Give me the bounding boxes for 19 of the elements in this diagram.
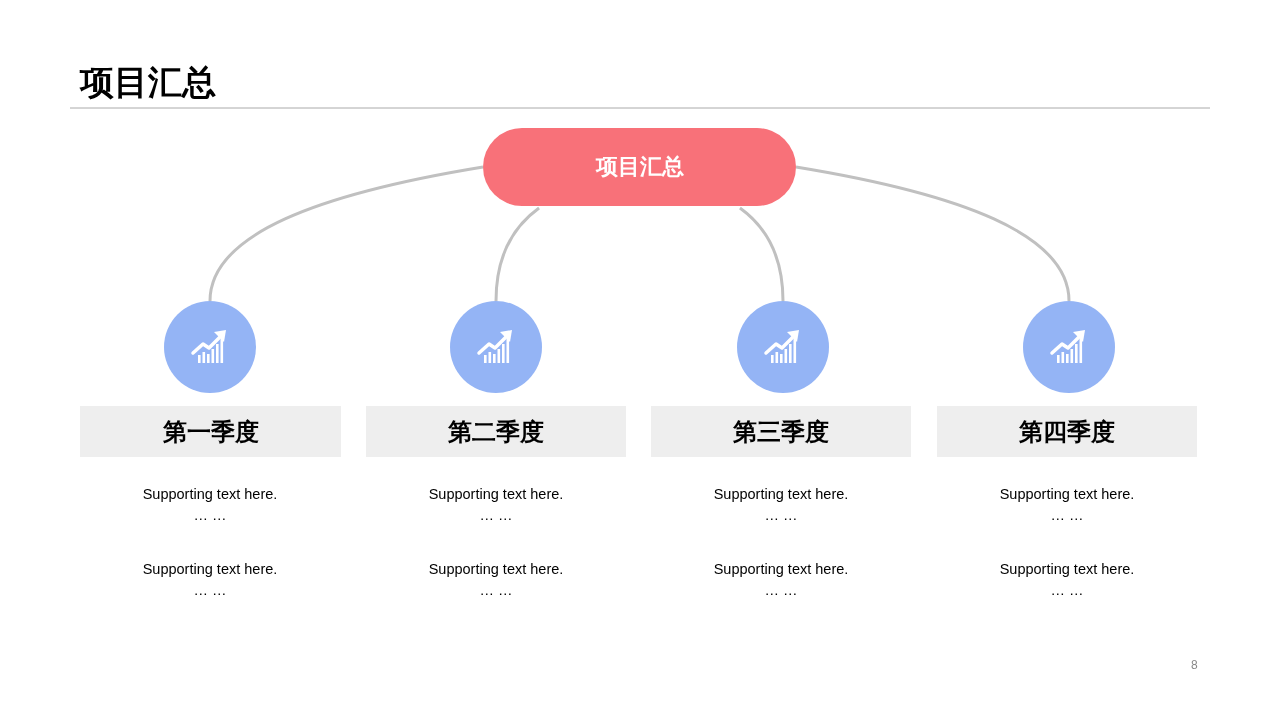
supporting-text: Supporting text here. … …: [427, 560, 565, 600]
slide-title: 项目汇总: [80, 62, 216, 103]
page-number: 8: [1191, 658, 1198, 672]
supporting-text: Supporting text here. … …: [998, 485, 1136, 525]
supporting-text: Supporting text here. … …: [712, 560, 850, 600]
quarter-box: 第二季度: [366, 406, 626, 457]
quarter-box: 第四季度: [937, 406, 1197, 457]
supporting-text: Supporting text here. … …: [141, 485, 279, 525]
supporting-text: Supporting text here. … …: [427, 485, 565, 525]
connector-line: [494, 206, 540, 302]
supporting-text: Supporting text here. … …: [712, 485, 850, 525]
quarter-box: 第一季度: [80, 406, 341, 457]
connector-line: [795, 165, 1071, 302]
topic-pill: 项目汇总: [483, 128, 796, 206]
supporting-text: Supporting text here. … …: [998, 560, 1136, 600]
connector-line: [208, 165, 484, 302]
quarter-box: 第三季度: [651, 406, 911, 457]
connector-line: [739, 206, 785, 302]
supporting-text: Supporting text here. … …: [141, 560, 279, 600]
